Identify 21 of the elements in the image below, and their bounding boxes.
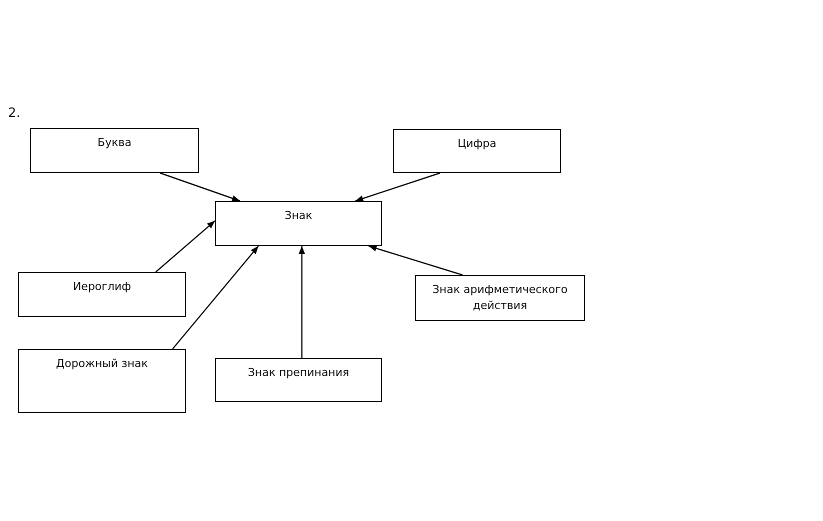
concept-box: [393, 129, 561, 173]
box-label: Цифра: [458, 136, 496, 152]
concept-box: [215, 201, 382, 246]
arrow: [368, 245, 463, 276]
box-label: Знак арифметического действия: [431, 282, 569, 314]
arrow: [298, 246, 306, 358]
arrow: [155, 220, 216, 272]
arrow: [172, 246, 259, 350]
box-label: Иероглиф: [72, 279, 132, 295]
box-label: Буква: [98, 135, 132, 151]
concept-box: [30, 128, 199, 173]
box-label: Знак: [284, 208, 312, 224]
task-number: 2.: [8, 106, 20, 121]
concept-box: [415, 275, 585, 321]
box-label: Знак препинания: [248, 365, 350, 381]
arrow: [160, 172, 240, 202]
arrow: [355, 172, 440, 202]
concept-box: [18, 272, 186, 317]
concept-box: [215, 358, 382, 402]
concept-box: [18, 349, 186, 413]
box-label: Дорожный знак: [56, 356, 148, 372]
